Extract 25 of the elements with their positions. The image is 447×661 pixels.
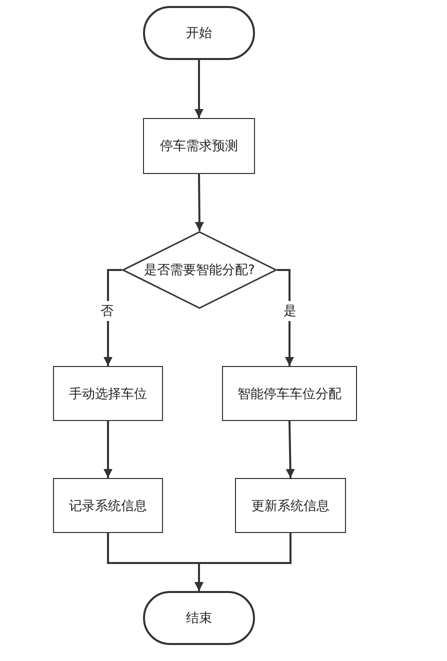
process-box [53, 366, 163, 421]
arrow [104, 269, 122, 366]
arrow [194, 533, 292, 591]
arrow [277, 269, 294, 366]
process-box [143, 118, 255, 174]
terminal-pill [143, 591, 255, 645]
terminal-pill [143, 6, 255, 60]
node-text: 手动选择车位 [69, 386, 147, 402]
node-text: 记录系统信息 [69, 498, 147, 514]
node-text: 智能停车车位分配 [238, 386, 342, 402]
process-box [53, 478, 163, 533]
node-text: 开始 [186, 25, 212, 42]
node-text: 停车需求预测 [160, 138, 238, 155]
arrow [286, 420, 295, 478]
edge-label: 否 [100, 301, 114, 321]
process-box [222, 366, 357, 421]
node-text: 更新系统信息 [252, 498, 330, 514]
decision-diamond [122, 231, 277, 309]
arrow [194, 174, 204, 232]
node-text: 结束 [186, 610, 212, 627]
node-text: 是否需要智能分配? [144, 262, 255, 279]
process-box [235, 478, 346, 533]
arrow [194, 60, 204, 118]
arrow [104, 421, 112, 478]
edge-label: 是 [284, 301, 296, 321]
